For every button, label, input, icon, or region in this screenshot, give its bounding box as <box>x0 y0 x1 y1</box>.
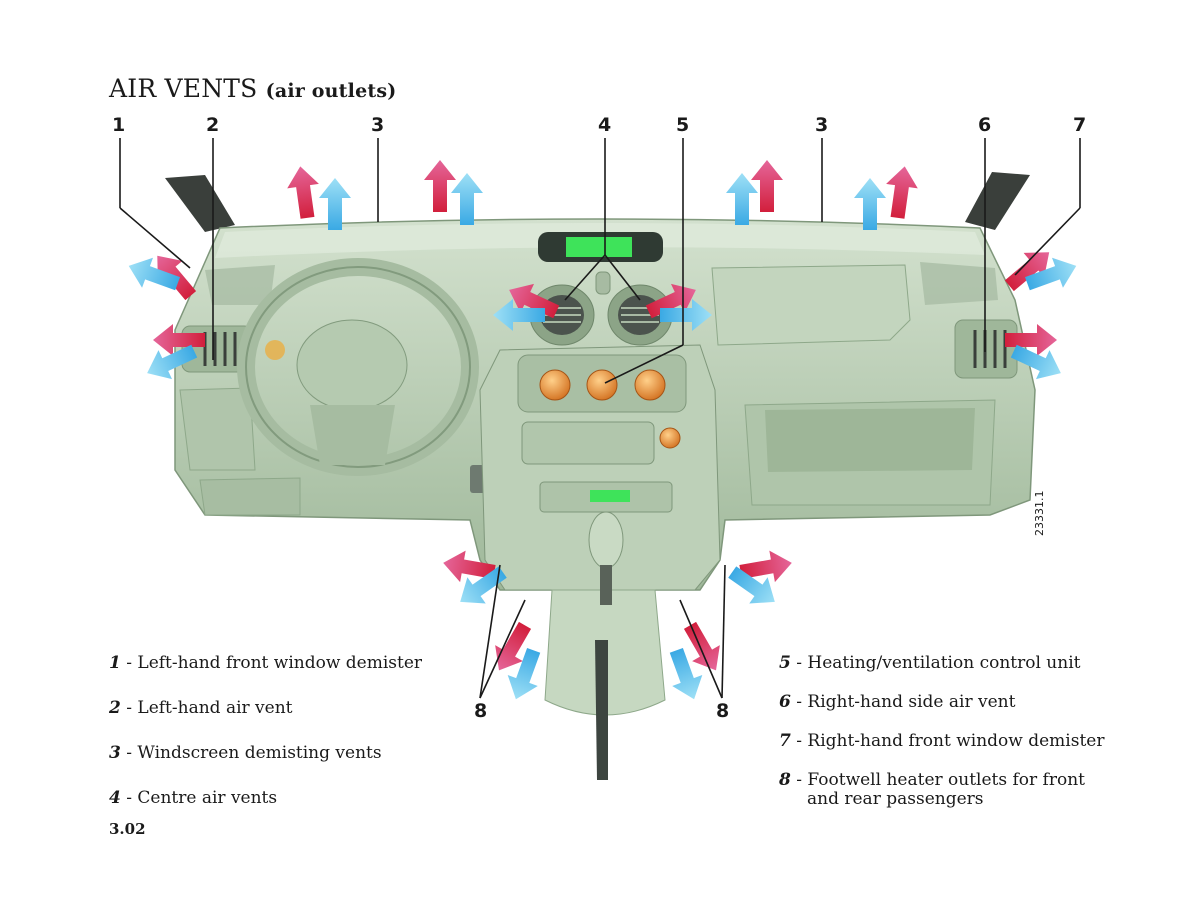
legend-item-4: 4 - Centre air vents <box>109 788 278 808</box>
handbrake[interactable] <box>595 640 608 780</box>
knob-fan[interactable] <box>586 369 618 401</box>
leader-lines <box>119 138 1081 699</box>
legend-item-8-continued: and rear passengers <box>807 789 984 809</box>
callout-8-left: 8 <box>474 700 488 722</box>
upper-glovebox <box>711 264 911 346</box>
steering-wheel <box>237 258 479 476</box>
radio-display <box>590 490 630 502</box>
instrument-display <box>566 237 632 257</box>
page-title: AIR VENTS (air outlets) <box>109 74 396 103</box>
legend-item-6: 6 - Right-hand side air vent <box>779 692 1016 712</box>
callout-4: 4 <box>598 114 612 136</box>
callout-2: 2 <box>206 114 220 136</box>
callout-1: 1 <box>112 114 126 136</box>
knob-temperature[interactable] <box>539 369 571 401</box>
title-main: AIR VENTS <box>109 74 258 103</box>
hazard-switch[interactable] <box>659 427 681 449</box>
left-pillar <box>165 175 235 232</box>
callout-3-left: 3 <box>371 114 385 136</box>
figure-code: 23331.1 <box>1033 490 1046 537</box>
legend-item-5: 5 - Heating/ventilation control unit <box>779 653 1081 673</box>
callout-6: 6 <box>978 114 992 136</box>
legend-item-1: 1 - Left-hand front window demister <box>109 653 423 673</box>
storage-tray <box>521 421 655 465</box>
legend-item-2: 2 - Left-hand air vent <box>109 698 293 718</box>
legend-item-3: 3 - Windscreen demisting vents <box>109 743 382 763</box>
callout-8-right: 8 <box>716 700 730 722</box>
gear-knob[interactable] <box>588 511 624 569</box>
right-pillar <box>965 172 1030 230</box>
callout-3-right: 3 <box>815 114 829 136</box>
callout-7: 7 <box>1073 114 1087 136</box>
page-number: 3.02 <box>109 820 146 838</box>
knob-distribution[interactable] <box>634 369 666 401</box>
callout-5: 5 <box>676 114 690 136</box>
title-sub: (air outlets) <box>265 80 397 102</box>
legend-item-7: 7 - Right-hand front window demister <box>779 731 1105 751</box>
legend-item-8: 8 - Footwell heater outlets for front <box>779 770 1085 790</box>
